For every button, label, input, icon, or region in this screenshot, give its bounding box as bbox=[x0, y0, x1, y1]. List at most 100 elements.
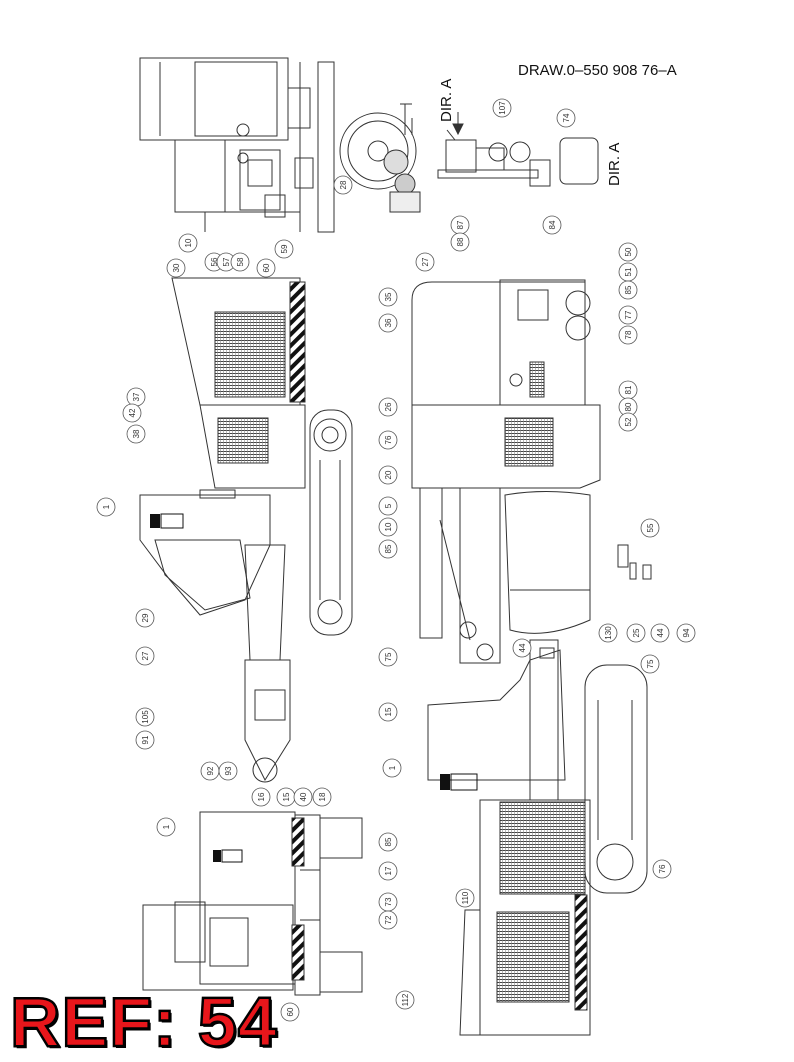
callout-number-1: 1 bbox=[102, 504, 111, 509]
callout-number-59: 59 bbox=[280, 244, 289, 253]
reference-label: REF: 54 bbox=[9, 982, 278, 1062]
callout-circle-18 bbox=[312, 787, 332, 807]
callout-circle-5 bbox=[378, 496, 398, 516]
callout-circle-55 bbox=[640, 518, 660, 538]
callout-number-29: 29 bbox=[141, 613, 150, 622]
callout-circle-35 bbox=[378, 287, 398, 307]
callout-circle-77 bbox=[618, 305, 638, 325]
callout-number-60: 60 bbox=[286, 1007, 295, 1016]
callout-number-58: 58 bbox=[236, 257, 245, 266]
callout-circle-1 bbox=[96, 497, 116, 517]
callout-circle-130 bbox=[598, 623, 618, 643]
upper-left-side-view bbox=[139, 277, 353, 783]
callout-number-16: 16 bbox=[257, 792, 266, 801]
callout-number-36: 36 bbox=[384, 318, 393, 327]
callout-circle-58 bbox=[230, 252, 250, 272]
callout-circle-76 bbox=[652, 859, 672, 879]
callout-number-42: 42 bbox=[128, 408, 137, 417]
callout-circle-75 bbox=[640, 654, 660, 674]
callout-number-38: 38 bbox=[132, 429, 141, 438]
callout-circle-84 bbox=[542, 215, 562, 235]
upper-right-side-view bbox=[411, 279, 652, 664]
callout-number-130: 130 bbox=[604, 626, 613, 640]
callout-number-37: 37 bbox=[132, 392, 141, 401]
callout-circle-107 bbox=[492, 98, 512, 118]
callout-circle-105 bbox=[135, 707, 155, 727]
lower-right-side-view bbox=[427, 639, 648, 1036]
callout-number-15: 15 bbox=[282, 792, 291, 801]
callout-circle-93 bbox=[218, 761, 238, 781]
callout-circle-25 bbox=[626, 623, 646, 643]
callout-number-76: 76 bbox=[384, 435, 393, 444]
callout-circle-29 bbox=[135, 608, 155, 628]
callout-circle-60 bbox=[280, 1002, 300, 1022]
callout-circle-85 bbox=[618, 280, 638, 300]
callout-circle-74 bbox=[556, 108, 576, 128]
callout-number-10: 10 bbox=[384, 522, 393, 531]
callout-number-25: 25 bbox=[632, 628, 641, 637]
callout-circle-1 bbox=[156, 817, 176, 837]
callout-number-110: 110 bbox=[461, 891, 470, 904]
callout-number-28: 28 bbox=[339, 180, 348, 189]
callout-number-81: 81 bbox=[624, 385, 633, 394]
callout-circle-44 bbox=[512, 638, 532, 658]
nameplate-logo bbox=[150, 513, 478, 863]
callout-circle-94 bbox=[676, 623, 696, 643]
callout-number-77: 77 bbox=[624, 310, 633, 319]
callout-circle-110 bbox=[455, 888, 475, 908]
callout-number-93: 93 bbox=[224, 766, 233, 775]
callout-circle-27 bbox=[135, 646, 155, 666]
callout-circle-30 bbox=[166, 258, 186, 278]
callout-number-112: 112 bbox=[401, 993, 410, 1006]
callout-circle-72 bbox=[378, 910, 398, 930]
callout-circle-85 bbox=[378, 832, 398, 852]
callout-number-75: 75 bbox=[646, 659, 655, 668]
callout-number-74: 74 bbox=[562, 113, 571, 122]
callout-number-94: 94 bbox=[682, 628, 691, 637]
callout-number-1: 1 bbox=[388, 765, 397, 770]
callout-number-1: 1 bbox=[162, 824, 171, 829]
callout-circle-38 bbox=[126, 424, 146, 444]
direction-label-left: DIR. A bbox=[438, 78, 455, 122]
callout-circle-40 bbox=[293, 787, 313, 807]
callout-circle-91 bbox=[135, 730, 155, 750]
callout-number-44: 44 bbox=[518, 643, 527, 652]
callout-circle-52 bbox=[618, 412, 638, 432]
callout-number-51: 51 bbox=[624, 267, 633, 276]
callout-circle-44 bbox=[650, 623, 670, 643]
callout-number-105: 105 bbox=[141, 710, 150, 724]
drawing-number: DRAW.0–550 908 76–A bbox=[518, 62, 677, 79]
callout-number-30: 30 bbox=[172, 263, 181, 272]
callout-number-78: 78 bbox=[624, 330, 633, 339]
callout-circle-50 bbox=[618, 242, 638, 262]
callout-number-26: 26 bbox=[384, 402, 393, 411]
callout-number-76: 76 bbox=[658, 864, 667, 873]
callout-number-20: 20 bbox=[384, 470, 393, 479]
callout-circle-26 bbox=[378, 397, 398, 417]
callout-number-10: 10 bbox=[184, 238, 193, 247]
winch-assembly bbox=[339, 103, 421, 213]
callout-circle-36 bbox=[378, 313, 398, 333]
rear-view bbox=[142, 811, 363, 996]
callout-number-50: 50 bbox=[624, 247, 633, 256]
dir-a-detail bbox=[437, 112, 599, 187]
callout-circle-42 bbox=[122, 403, 142, 423]
callout-number-18: 18 bbox=[318, 792, 327, 801]
callout-number-107: 107 bbox=[498, 101, 507, 115]
callout-number-88: 88 bbox=[456, 237, 465, 246]
callout-number-27: 27 bbox=[421, 257, 430, 266]
callout-number-92: 92 bbox=[206, 766, 215, 775]
top-view-machine bbox=[139, 57, 335, 233]
callout-circle-17 bbox=[378, 861, 398, 881]
callout-circle-1 bbox=[382, 758, 402, 778]
callout-number-80: 80 bbox=[624, 402, 633, 411]
callout-number-27: 27 bbox=[141, 651, 150, 660]
callout-number-52: 52 bbox=[624, 417, 633, 426]
direction-label-right: DIR. A bbox=[606, 142, 623, 186]
callout-number-87: 87 bbox=[456, 220, 465, 229]
callout-circle-59 bbox=[274, 239, 294, 259]
callout-number-17: 17 bbox=[384, 866, 393, 875]
callout-number-75: 75 bbox=[384, 652, 393, 661]
